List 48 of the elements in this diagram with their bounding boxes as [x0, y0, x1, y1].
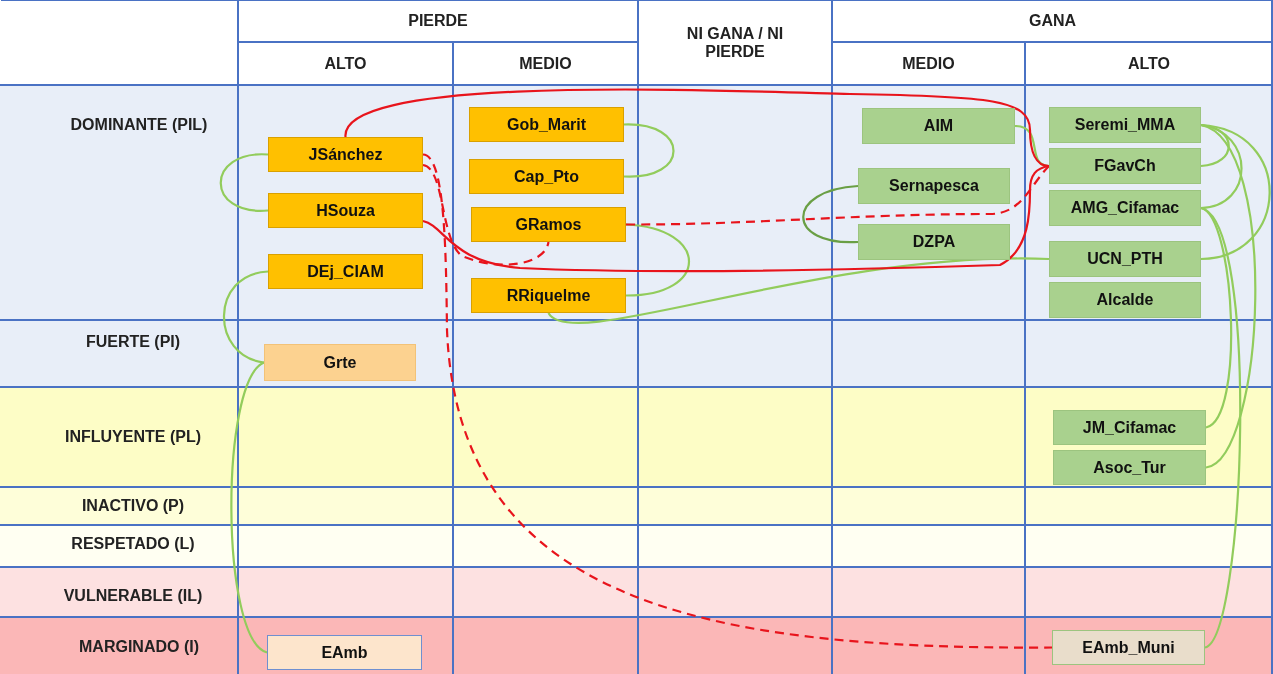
stakeholder-box: AIM — [862, 108, 1015, 144]
row-header: INACTIVO (P) — [80, 496, 186, 516]
connector-line — [623, 123, 675, 178]
connector-line — [1200, 207, 1242, 649]
row-header: VULNERABLE (IL) — [62, 585, 204, 606]
stakeholder-box: DZPA — [858, 224, 1010, 260]
column-header: ALTO — [1126, 53, 1172, 74]
stakeholder-box: Asoc_Tur — [1053, 450, 1206, 485]
stakeholder-box: DEj_CIAM — [268, 254, 423, 289]
row-header: RESPETADO (L) — [70, 534, 196, 554]
stakeholder-box: Gob_Marit — [469, 107, 624, 142]
column-header: MEDIO — [901, 53, 956, 74]
stakeholder-box: Sernapesca — [858, 168, 1010, 204]
stakeholder-box: HSouza — [268, 193, 423, 228]
column-header: GANA — [1027, 11, 1078, 31]
stakeholder-box: JM_Cifamac — [1053, 410, 1206, 445]
stakeholder-box: RRiquelme — [471, 278, 626, 313]
stakeholder-box: EAmb_Muni — [1052, 630, 1205, 665]
connector-line — [1200, 123, 1271, 261]
stakeholder-box: Seremi_MMA — [1049, 107, 1201, 143]
connector-line — [626, 165, 1050, 226]
column-header: MEDIO — [518, 53, 573, 74]
connector-line — [1200, 124, 1257, 469]
stakeholder-box: Grte — [264, 344, 416, 381]
stakeholder-box: GRamos — [471, 207, 626, 242]
connector-line — [422, 164, 1050, 273]
row-header: MARGINADO (I) — [78, 637, 200, 657]
column-header: ALTO — [323, 53, 368, 74]
connector-line — [547, 257, 1049, 324]
connector-line — [222, 270, 269, 364]
stakeholder-box: AMG_Cifamac — [1049, 190, 1201, 226]
stakeholder-box: JSánchez — [268, 137, 423, 172]
connector-line — [422, 164, 550, 266]
stakeholder-box: UCN_PTH — [1049, 241, 1201, 277]
row-header: INFLUYENTE (PL) — [64, 427, 202, 447]
connector-line — [230, 361, 268, 654]
stakeholder-box: EAmb — [267, 635, 422, 670]
connector-line — [422, 153, 1052, 649]
stakeholder-box: FGavCh — [1049, 148, 1201, 184]
stakeholder-box: Alcalde — [1049, 282, 1201, 318]
column-header: PIERDE — [407, 11, 469, 31]
stakeholder-box: Cap_Pto — [469, 159, 624, 194]
connector-line — [625, 223, 690, 297]
row-header: DOMINANTE (PIL) — [69, 115, 209, 135]
row-header: FUERTE (PI) — [84, 332, 182, 352]
connector-line — [219, 153, 268, 212]
column-header: NI GANA / NI PIERDE — [685, 23, 785, 62]
connector-line — [802, 184, 859, 244]
